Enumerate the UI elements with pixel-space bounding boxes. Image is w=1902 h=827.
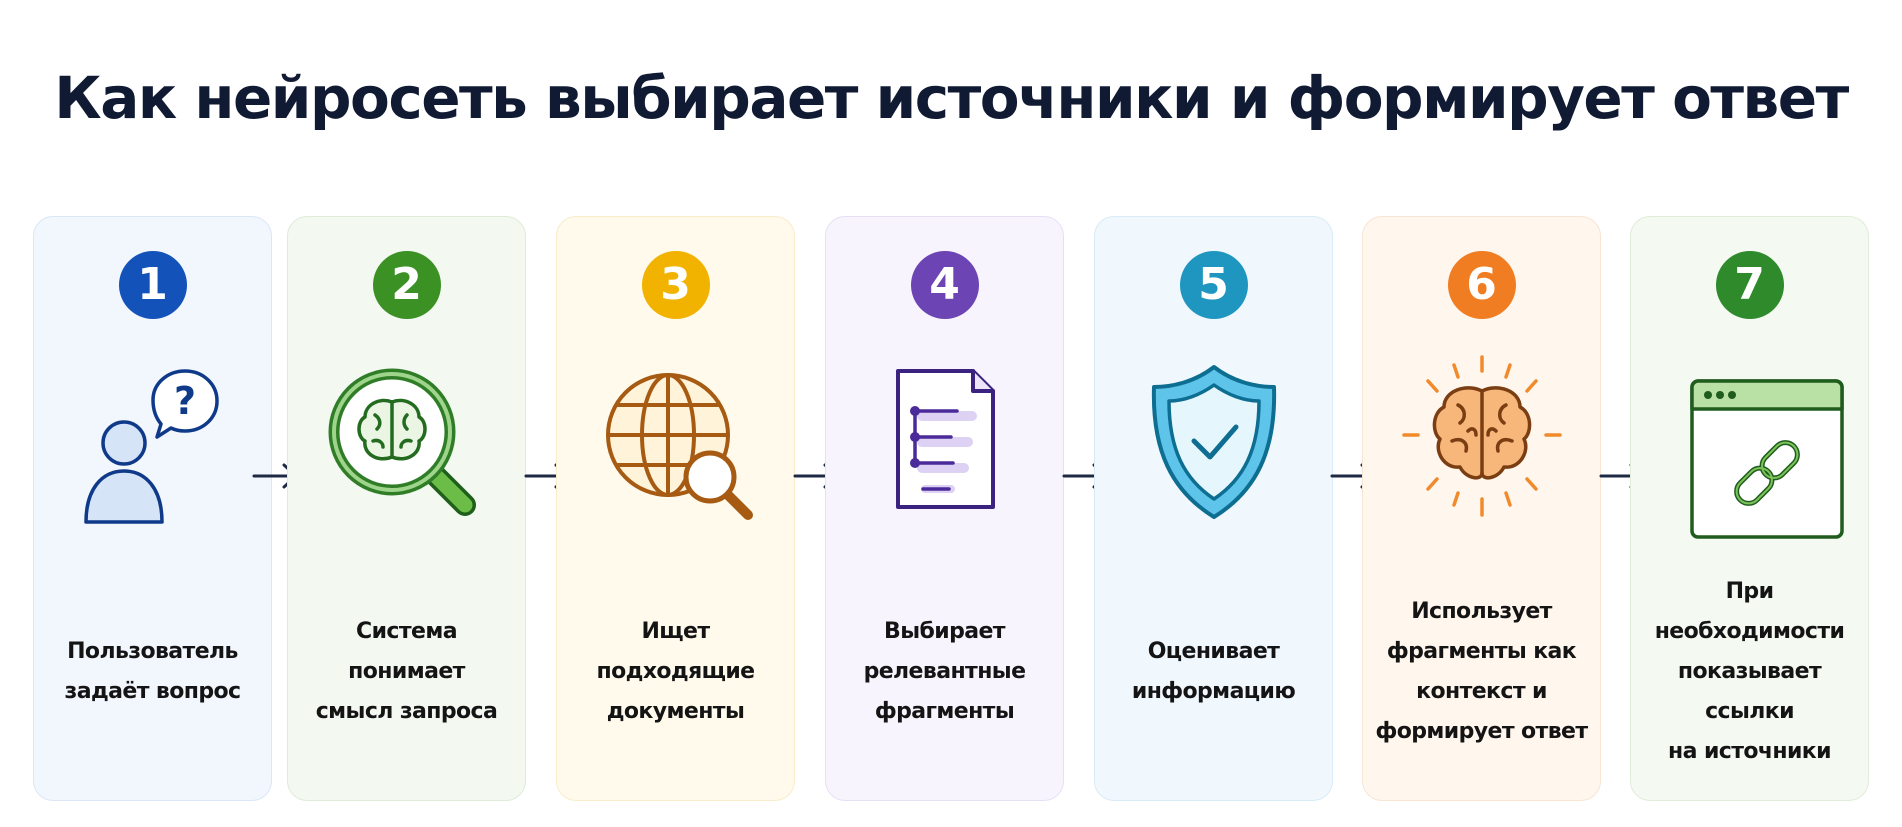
step-number-badge: 3 bbox=[641, 251, 710, 319]
document-fragments-icon bbox=[845, 347, 1045, 547]
step-number-badge: 4 bbox=[910, 251, 979, 319]
step-number-badge: 7 bbox=[1715, 251, 1784, 319]
user-question-icon: ? bbox=[53, 347, 253, 547]
browser-link-icon bbox=[1650, 347, 1850, 547]
brain-glow-icon bbox=[1382, 347, 1582, 547]
step-number-badge: 1 bbox=[118, 251, 187, 319]
globe-search-icon bbox=[576, 347, 776, 547]
step-number-badge: 5 bbox=[1179, 251, 1248, 319]
brain-magnifier-icon bbox=[307, 347, 507, 547]
shield-check-icon bbox=[1114, 347, 1314, 547]
page-title: Как нейросеть выбирает источники и форми… bbox=[54, 64, 1849, 132]
svg-text:?: ? bbox=[173, 379, 195, 423]
step-card-4: 4 bbox=[825, 216, 1064, 801]
step-number-badge: 6 bbox=[1447, 251, 1516, 319]
step-card-6: 6 bbox=[1362, 216, 1601, 801]
step-number-badge: 2 bbox=[372, 251, 441, 319]
